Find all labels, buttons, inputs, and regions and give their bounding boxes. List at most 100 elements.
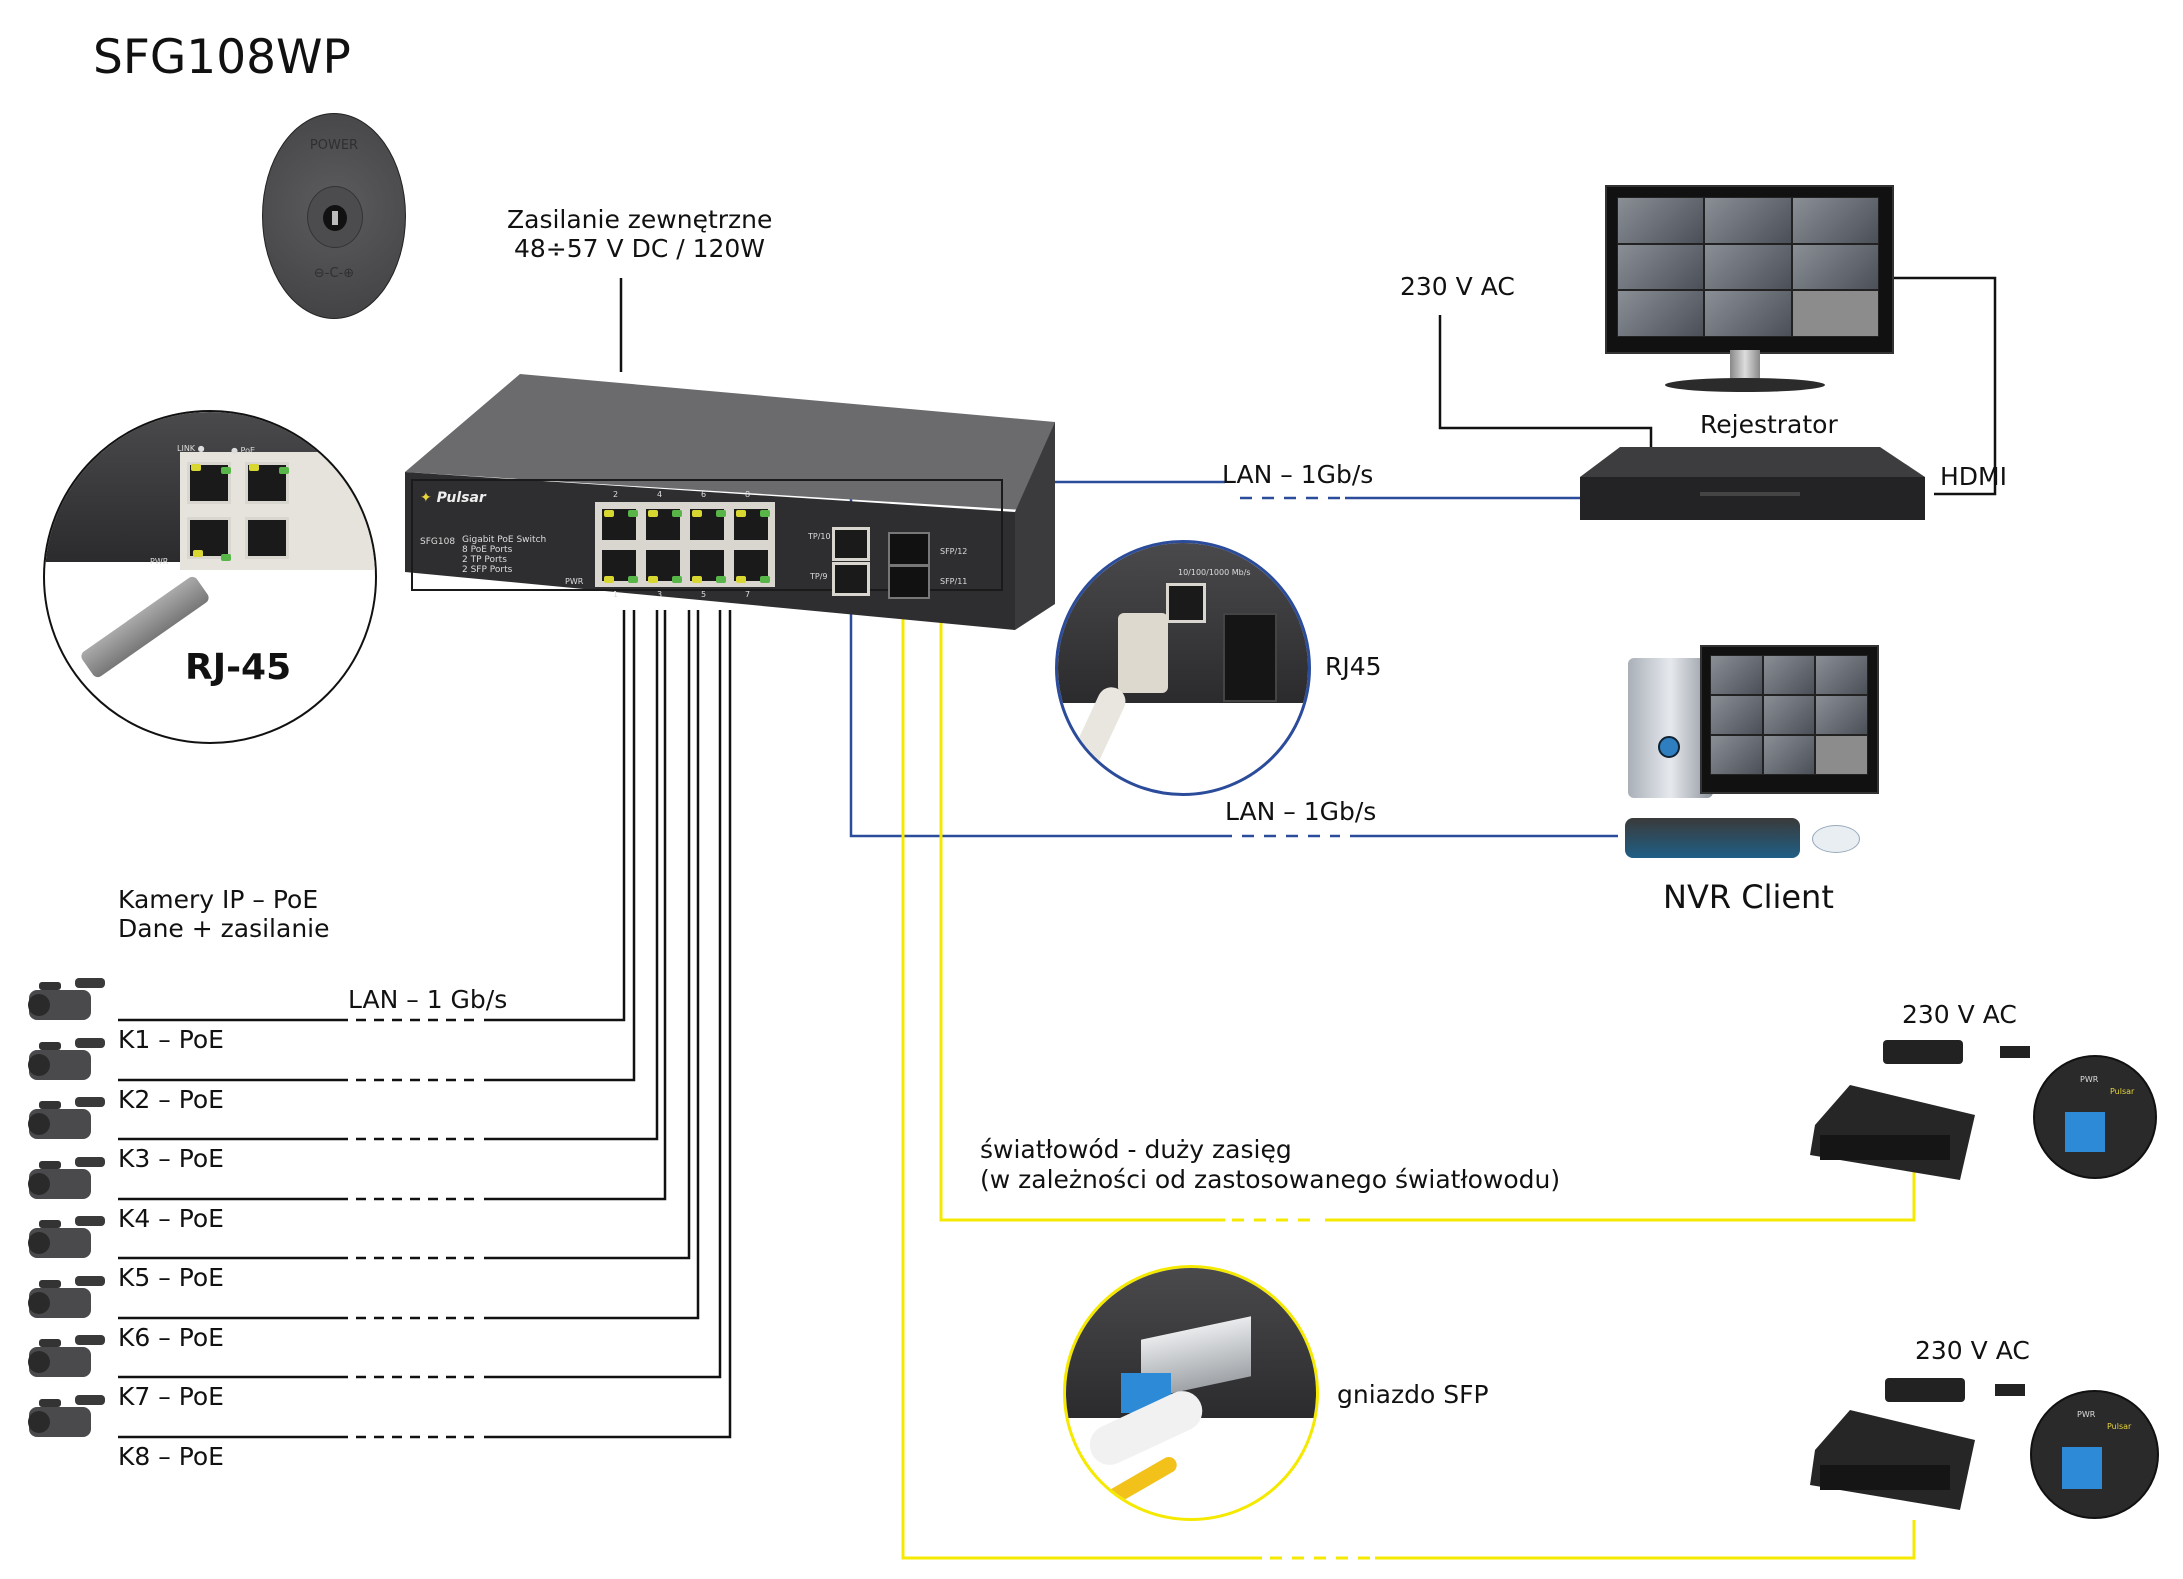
- poe-port[interactable]: [731, 547, 771, 584]
- camera-feed-tile: [1815, 735, 1868, 775]
- port-number-label: 5: [701, 590, 707, 599]
- switch-pwr-label: PWR: [565, 577, 584, 586]
- poe-wire: [118, 610, 667, 1201]
- sfp11-port[interactable]: [888, 565, 930, 599]
- poe-wire: [118, 610, 700, 1320]
- poe-port[interactable]: [643, 506, 683, 543]
- power-plug-icon: [1995, 1384, 2025, 1396]
- ip-camera-icon: [25, 1276, 107, 1328]
- camera-feed-tile: [1617, 197, 1705, 244]
- ip-camera-icon: [25, 1157, 107, 1209]
- remote-switch-1: [1810, 1085, 1975, 1180]
- camera-feed-tile: [1710, 655, 1763, 695]
- camera-feed-tile: [1762, 695, 1816, 735]
- lan-wire-nvr: [849, 610, 1618, 838]
- ip-camera-icon: [25, 1395, 107, 1447]
- poe-wire: [118, 610, 659, 1141]
- sfp-detail-photo: [1063, 1265, 1319, 1521]
- poe-port[interactable]: [599, 506, 639, 543]
- power-label-line2: 48÷57 V DC / 120W: [514, 234, 766, 263]
- keyboard-icon: [1625, 818, 1800, 858]
- camera-feed-tile: [1762, 735, 1816, 775]
- poe-wire: [118, 610, 636, 1082]
- switch-desc-line: 2 TP Ports: [462, 555, 507, 565]
- rj45-callout-label: RJ-45: [185, 647, 292, 688]
- camera-feed-tile: [1617, 243, 1705, 291]
- sfp-detail-label: gniazdo SFP: [1337, 1380, 1489, 1409]
- switch-desc-line: Gigabit PoE Switch: [462, 535, 547, 545]
- power-adapter-icon: [1885, 1378, 1965, 1402]
- poe-port[interactable]: [687, 547, 727, 584]
- fiber-label-line1: światłowód - duży zasięg: [980, 1135, 1292, 1164]
- switch-brand: Pulsar: [436, 490, 486, 506]
- monitor-base: [1665, 378, 1825, 392]
- ip-camera-icon: [25, 1038, 107, 1090]
- camera-feed-tile: [1704, 243, 1792, 291]
- fiber-wire-2: [901, 585, 1916, 1560]
- poe-port[interactable]: [599, 547, 639, 584]
- camera-label: K1 – PoE: [118, 1025, 224, 1054]
- port-number-label: 4: [657, 490, 663, 499]
- tp10-port[interactable]: [832, 527, 870, 561]
- pc-power-button-icon: [1658, 736, 1680, 758]
- port-number-label: 6: [701, 490, 707, 499]
- poe-wire: [118, 610, 691, 1260]
- camera-lan-label: LAN – 1 Gb/s: [348, 985, 508, 1014]
- port-number-label: 8: [745, 490, 751, 499]
- rj45-detail-label: RJ45: [1325, 652, 1382, 681]
- recorder-label: Rejestrator: [1700, 410, 1838, 439]
- brand-star-icon: ✦: [420, 490, 432, 506]
- callout-pwr-text: PWR: [2080, 1075, 2099, 1084]
- ip-camera-icon: [25, 1335, 107, 1387]
- camera-feed-tile: [1704, 290, 1792, 337]
- ip-camera-icon: [25, 1097, 107, 1149]
- recorder-lan-label: LAN – 1Gb/s: [1222, 460, 1374, 489]
- cameras-heading-line2: Dane + zasilanie: [118, 914, 330, 943]
- camera-feed-tile: [1815, 695, 1868, 735]
- nvr-client-label: NVR Client: [1663, 878, 1834, 916]
- sfp12-port[interactable]: [888, 532, 930, 566]
- rj45-detail-photo: 10/100/1000 Mb/s: [1055, 540, 1311, 796]
- camera-feed-tile: [1710, 735, 1763, 775]
- poe-port[interactable]: [731, 506, 771, 543]
- power-connector-text: POWER: [309, 138, 359, 153]
- camera-feed-tile: [1710, 695, 1763, 735]
- sfp12-label: SFP/12: [940, 547, 968, 556]
- ip-camera-icon: [25, 1216, 107, 1268]
- remote-switch-2-callout: PWR Pulsar: [2030, 1390, 2159, 1519]
- camera-label: K3 – PoE: [118, 1144, 224, 1173]
- port-number-label: 1: [613, 590, 619, 599]
- camera-feed-tile: [1704, 197, 1792, 244]
- power-label-line1: Zasilanie zewnętrzne: [507, 205, 773, 234]
- recorder-device: [1580, 447, 1925, 522]
- sfp11-label: SFP/11: [940, 577, 968, 586]
- ip-camera-icon: [25, 978, 107, 1030]
- fiber-wire-1: [939, 548, 1916, 1222]
- poe-port-block: [595, 502, 775, 587]
- camera-feed-tile: [1791, 243, 1879, 291]
- cameras-heading-line1: Kamery IP – PoE: [118, 885, 319, 914]
- poe-wire: [118, 610, 722, 1379]
- polarity-symbol-icon: ⊖-C-⊕: [313, 266, 355, 281]
- recorder-monitor: [1605, 185, 1894, 354]
- camera-label: K2 – PoE: [118, 1085, 224, 1114]
- poe-port[interactable]: [687, 506, 727, 543]
- nvr-monitor: [1700, 645, 1879, 794]
- camera-feed-tile: [1617, 290, 1705, 337]
- poe-port[interactable]: [643, 547, 683, 584]
- pc-tower: [1628, 658, 1713, 798]
- poe-wire: [118, 610, 732, 1439]
- callout-pwr-text: PWR: [2077, 1410, 2096, 1419]
- port-number-label: 7: [745, 590, 751, 599]
- rj45-detail-port-text: 10/100/1000 Mb/s: [1178, 568, 1251, 577]
- camera-label: K7 – PoE: [118, 1382, 224, 1411]
- tp9-port[interactable]: [832, 562, 870, 596]
- callout-brand-text: Pulsar: [2107, 1422, 2132, 1431]
- hdmi-label: HDMI: [1940, 462, 2007, 491]
- monitor-stand: [1730, 350, 1760, 380]
- camera-label: K8 – PoE: [118, 1442, 224, 1471]
- poe-wire-group: [118, 610, 732, 1439]
- poe-wire: [118, 610, 626, 1022]
- camera-feed-tile: [1791, 290, 1879, 337]
